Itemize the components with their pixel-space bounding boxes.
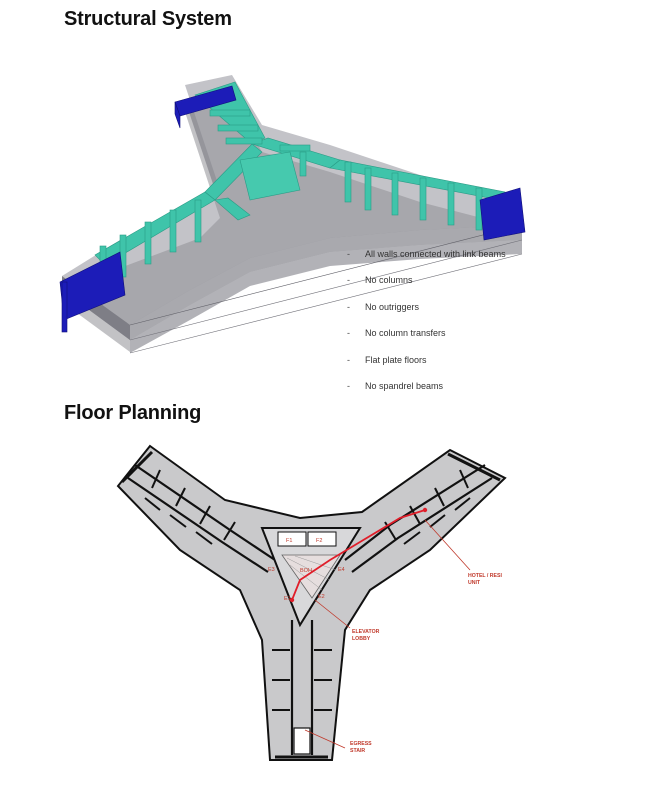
bullet-item: - Flat plate floors [347,353,506,379]
bullet-dash: - [347,249,350,259]
label-boh: BOH [300,568,312,574]
bullet-text: Flat plate floors [365,354,427,365]
bullet-text: All walls connected with link beams [365,249,506,259]
end-cores [59,85,526,333]
callout-egress: EGRESS [350,741,372,747]
callout-lobby: LOBBY [352,636,371,642]
label-e4: E4 [338,567,345,573]
bullet-text: No column transfers [365,328,446,339]
label-e2: E2 [318,594,325,600]
circulation-path [291,509,426,601]
label-e1: E1 [284,596,291,602]
callout-elevator: ELEVATOR [352,629,380,635]
path-end-dot [422,507,428,513]
facade-marks [120,450,501,759]
unit-partitions [144,469,471,711]
bullet-text: No spandrel beams [365,380,444,391]
central-core [260,527,362,628]
callout-unit: UNIT [468,580,481,586]
structural-system-isometric [59,75,526,354]
bullet-text: No columns [365,275,413,286]
path-start-dot [289,597,295,603]
structural-bullet-list: - All walls connected with link beams - No… [347,247,506,405]
section-title-floor-planning: Floor Planning [64,402,202,424]
floor-slabs [62,75,523,354]
label-f1: F1 [286,538,292,544]
bullet-dash: - [347,301,350,312]
callout-leaders [304,519,471,749]
callout-hotel-resi: HOTEL / RESI [468,573,502,579]
bullet-dash: - [347,328,350,339]
bullet-dash: - [347,380,350,391]
bullet-dash: - [347,354,350,365]
bullet-item: - No spandrel beams [347,379,506,405]
bullet-item: - No outriggers [347,300,506,326]
bullet-item: - All walls connected with link beams [347,247,506,273]
egress-stair [293,727,311,755]
bullet-item: - No columns [347,273,506,299]
shear-walls [94,81,506,289]
floor-plan: F1 F2 BOH E1 E2 E3 E4 HOTEL / RESI UNIT … [116,444,507,761]
bullet-text: No outriggers [365,301,420,312]
bullet-item: - No column transfers [347,326,506,352]
callout-stair: STAIR [350,748,365,754]
label-e3: E3 [268,567,275,573]
bullet-dash: - [347,275,350,286]
label-f2: F2 [316,538,322,544]
section-title-structural-system: Structural System [64,8,232,30]
